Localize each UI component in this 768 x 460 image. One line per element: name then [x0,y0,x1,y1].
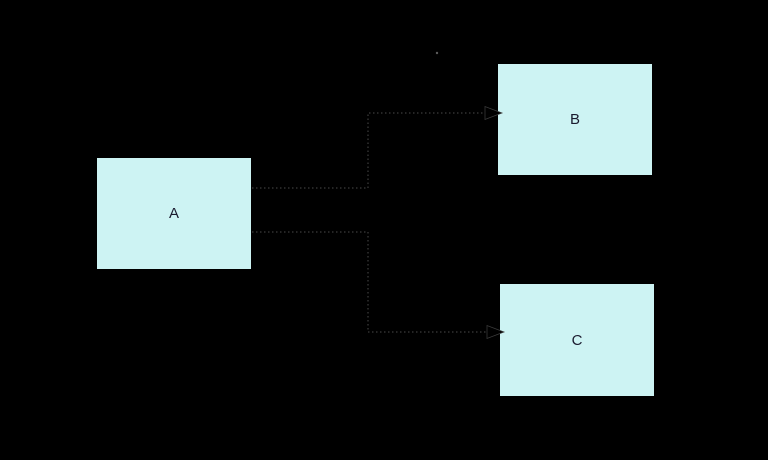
stray-artifact-dot [435,51,439,55]
node-b: B [497,63,653,176]
edge-a-to-c [252,231,488,333]
node-a: A [96,157,252,270]
node-b-label: B [569,111,580,128]
node-c: C [499,283,655,397]
node-a-label: A [168,205,179,222]
edge-a-to-b [252,112,486,189]
node-c-label: C [571,331,583,349]
